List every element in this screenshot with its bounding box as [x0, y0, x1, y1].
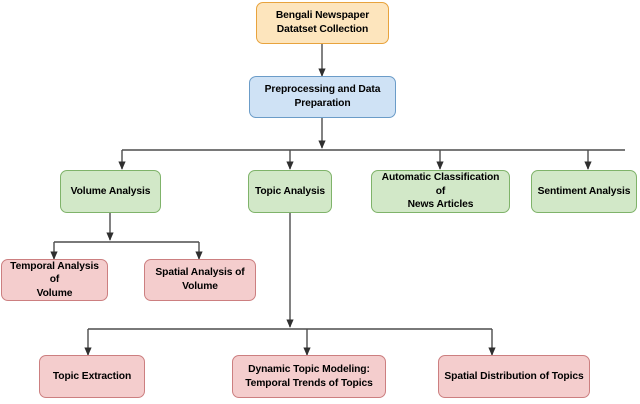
node-dynamic-topic-modeling[interactable]: Dynamic Topic Modeling: Temporal Trends …: [232, 355, 386, 398]
node-label: Volume Analysis: [70, 185, 151, 197]
node-sentiment-analysis[interactable]: Sentiment Analysis: [531, 170, 637, 213]
node-automatic-classification[interactable]: Automatic Classification of News Article…: [371, 170, 510, 213]
node-preprocessing[interactable]: Preprocessing and Data Preparation: [249, 76, 396, 118]
node-label: Preprocessing and Data Preparation: [264, 84, 381, 109]
node-label: Automatic Classification of News Article…: [381, 172, 500, 211]
node-label: Spatial Analysis of Volume: [155, 267, 245, 292]
node-topic-analysis[interactable]: Topic Analysis: [248, 170, 332, 213]
node-topic-extraction[interactable]: Topic Extraction: [39, 355, 145, 398]
node-label: Topic Analysis: [254, 185, 326, 197]
node-label: Dynamic Topic Modeling: Temporal Trends …: [245, 363, 373, 389]
node-dataset-collection[interactable]: Bengali Newspaper Datatset Collection: [256, 2, 389, 44]
node-spatial-analysis-volume[interactable]: Spatial Analysis of Volume: [144, 259, 256, 301]
node-volume-analysis[interactable]: Volume Analysis: [60, 170, 161, 213]
node-label: Topic Extraction: [52, 370, 132, 382]
node-label: Spatial Distribution of Topics: [444, 370, 584, 382]
node-label: Temporal Analysis of Volume: [10, 260, 99, 299]
node-spatial-distribution-topics[interactable]: Spatial Distribution of Topics: [438, 355, 590, 398]
node-temporal-analysis-volume[interactable]: Temporal Analysis of Volume: [1, 259, 108, 301]
node-label: Bengali Newspaper Datatset Collection: [275, 10, 370, 35]
node-label: Sentiment Analysis: [537, 185, 631, 197]
